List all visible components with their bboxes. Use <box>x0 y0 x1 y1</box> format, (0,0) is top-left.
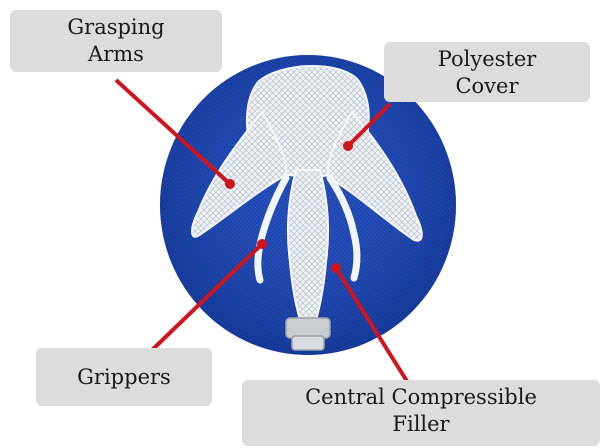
pointer-dot-grasping-arms <box>225 179 235 189</box>
central-filler-shape <box>288 170 328 320</box>
label-polyester-cover: Polyester Cover <box>384 42 590 102</box>
label-polyester-cover-line2: Cover <box>384 73 590 100</box>
label-grippers: Grippers <box>36 348 212 406</box>
label-grasping-arms-line1: Grasping <box>10 14 222 41</box>
label-grasping-arms-line2: Arms <box>10 41 222 68</box>
pointer-dot-central-filler <box>331 263 341 273</box>
label-central-filler-line2: Filler <box>242 411 600 438</box>
label-polyester-cover-line1: Polyester <box>384 46 590 73</box>
pointer-dot-grippers <box>257 239 267 249</box>
metal-connector-shape <box>286 318 330 350</box>
label-central-compressible-filler: Central Compressible Filler <box>242 380 600 446</box>
label-grippers-line1: Grippers <box>36 364 212 391</box>
label-grasping-arms: Grasping Arms <box>10 10 222 72</box>
pointer-dot-polyester-cover <box>343 141 353 151</box>
label-central-filler-line1: Central Compressible <box>242 384 600 411</box>
